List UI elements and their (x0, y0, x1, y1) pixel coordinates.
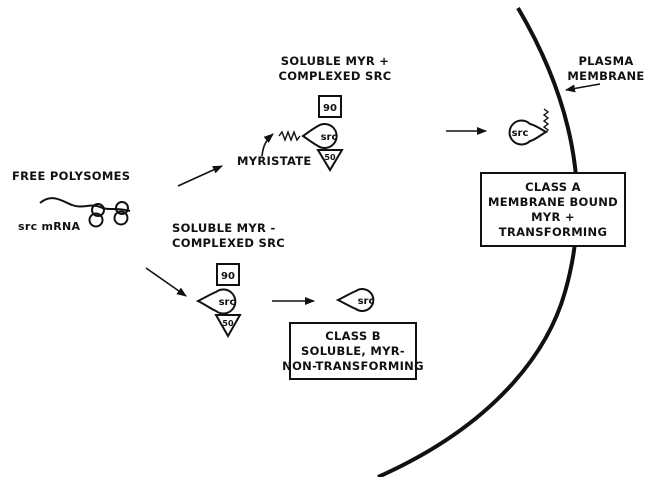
plasma-line1: PLASMA (550, 54, 662, 69)
src-label: src (358, 296, 375, 307)
class-a-line3: MYR + (531, 210, 575, 225)
ribosome-icon (115, 202, 129, 225)
class-a-box: CLASS A MEMBRANE BOUND MYR + TRANSFORMIN… (480, 172, 626, 247)
myristate-attach-arrow (262, 134, 273, 156)
soluble-myr-plus-title: SOLUBLE MYR + COMPLEXED SRC (245, 54, 425, 84)
class-b-line2: SOLUBLE, MYR- (301, 344, 405, 359)
hsp90-label: 90 (221, 271, 235, 282)
src-mrna-label: src mRNA (18, 219, 80, 234)
myristate-zigzag (544, 109, 548, 132)
plasma-line2: MEMBRANE (550, 69, 662, 84)
src-membrane-bound: src (510, 109, 548, 145)
myristate-label: MYRISTATE (237, 154, 312, 169)
class-a-line2: MEMBRANE BOUND (488, 195, 618, 210)
class-b-line1: CLASS B (325, 329, 381, 344)
free-polysomes-label: FREE POLYSOMES (12, 169, 130, 184)
arrow-to-soluble-myr-plus (178, 166, 222, 186)
class-b-box: CLASS B SOLUBLE, MYR- NON-TRANSFORMING (289, 322, 417, 380)
class-b-line3: NON-TRANSFORMING (282, 359, 424, 374)
src-free-class-b: src (338, 289, 374, 311)
src-label: src (219, 297, 236, 308)
soluble-myr-minus-title: SOLUBLE MYR - COMPLEXED SRC (172, 221, 285, 251)
membrane-pointer-arrow (566, 84, 600, 90)
src-complex-myr-minus: 90 src 50 (198, 264, 240, 336)
class-a-line4: TRANSFORMING (499, 225, 607, 240)
p50-label: 50 (324, 153, 336, 162)
src-label: src (321, 132, 338, 143)
soluble-myr-minus-line2: COMPLEXED SRC (172, 236, 285, 251)
arrow-to-soluble-myr-minus (146, 268, 186, 296)
myristate-zigzag (279, 132, 300, 140)
src-label: src (512, 128, 529, 139)
hsp90-label: 90 (323, 103, 337, 114)
plasma-membrane-label: PLASMA MEMBRANE (550, 54, 662, 84)
soluble-myr-plus-line1: SOLUBLE MYR + (245, 54, 425, 69)
soluble-myr-plus-line2: COMPLEXED SRC (245, 69, 425, 84)
soluble-myr-minus-line1: SOLUBLE MYR - (172, 221, 285, 236)
class-a-line1: CLASS A (525, 180, 581, 195)
p50-label: 50 (222, 319, 234, 328)
